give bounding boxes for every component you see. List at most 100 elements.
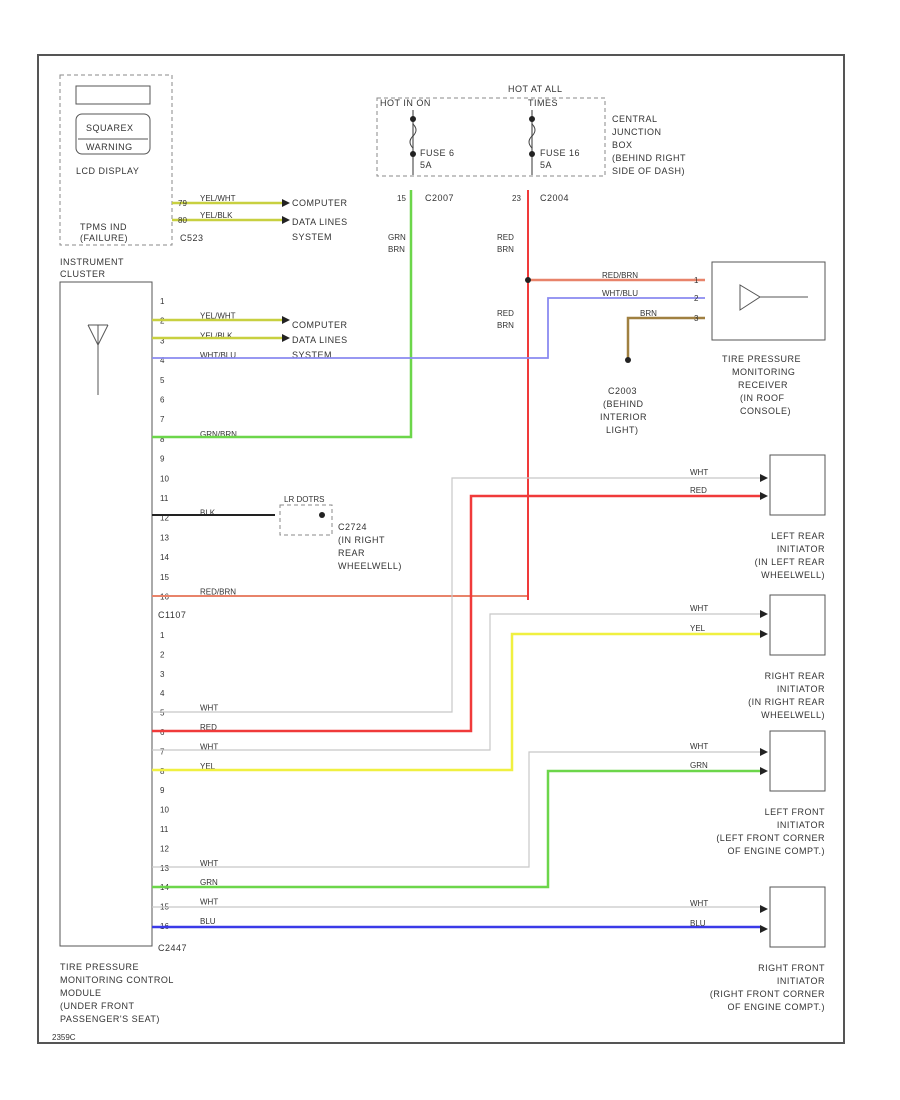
module-pin-number: 6 bbox=[160, 396, 165, 405]
lcd-top-label: SQUAREX bbox=[86, 123, 134, 133]
initiator-name-line: (LEFT FRONT CORNER bbox=[716, 833, 825, 843]
initiator-wire-label: YEL bbox=[690, 624, 706, 633]
module-pin-number: 12 bbox=[160, 514, 169, 523]
lcd-mid-label: WARNING bbox=[86, 142, 133, 152]
pin-label: 79 bbox=[178, 199, 187, 208]
tpms-indicator-box bbox=[59, 74, 173, 246]
wire-initiator bbox=[152, 632, 760, 772]
wire-initiator bbox=[152, 769, 760, 889]
initiator-wire-label: WHT bbox=[690, 899, 708, 908]
tpms-ind-label-2: (FAILURE) bbox=[80, 233, 128, 243]
module-pin-number: 8 bbox=[160, 435, 165, 444]
initiator-wire-label: WHT bbox=[690, 468, 708, 477]
cjb-label-1: CENTRAL bbox=[612, 114, 658, 124]
initiator-name-line: (IN LEFT REAR bbox=[755, 557, 825, 567]
fuse-6-label-2: 5A bbox=[420, 160, 432, 170]
module-pin-number: 3 bbox=[160, 670, 165, 679]
receiver-ground-2: (BEHIND bbox=[603, 399, 644, 409]
initiator-wire-label: RED bbox=[690, 486, 707, 495]
ground-name-4: WHEELWELL) bbox=[338, 561, 402, 571]
ground-name-1: C2724 bbox=[338, 522, 367, 532]
ground-name-2: (IN RIGHT bbox=[338, 535, 385, 545]
cjb-label-3: BOX bbox=[612, 140, 633, 150]
receiver-name-5: CONSOLE) bbox=[740, 406, 791, 416]
initiator-name-line: INITIATOR bbox=[777, 976, 825, 986]
module-pin-number: 6 bbox=[160, 728, 165, 737]
lcd-top-element bbox=[75, 85, 151, 105]
fuse-6-terminal bbox=[410, 151, 416, 157]
initiator-wire-label: GRN bbox=[690, 761, 708, 770]
cjb-label-4: (BEHIND RIGHT bbox=[612, 153, 686, 163]
receiver-ground-1: C2003 bbox=[608, 386, 637, 396]
wire-label: BRN bbox=[497, 245, 514, 254]
pin-label: 15 bbox=[397, 194, 406, 203]
fuse-16-label-2: 5A bbox=[540, 160, 552, 170]
receiver-name-3: RECEIVER bbox=[738, 380, 788, 390]
lcd-display-box bbox=[75, 113, 151, 155]
diagram-code: 2359C bbox=[52, 1033, 76, 1042]
ground-point-icon bbox=[625, 357, 631, 363]
module-pin-number: 9 bbox=[160, 455, 165, 464]
receiver-name-4: (IN ROOF bbox=[740, 393, 785, 403]
cjb-label-5: SIDE OF DASH) bbox=[612, 166, 685, 176]
pin-label: 23 bbox=[512, 194, 521, 203]
receiver-name-2: MONITORING bbox=[732, 367, 795, 377]
receiver-name-1: TIRE PRESSURE bbox=[722, 354, 801, 364]
arrow-icon bbox=[760, 905, 768, 913]
arrow-icon bbox=[760, 767, 768, 775]
arrow-icon bbox=[760, 474, 768, 482]
initiator-name-line: OF ENGINE COMPT.) bbox=[727, 1002, 825, 1012]
module-pin-number: 1 bbox=[160, 297, 165, 306]
arrow-icon bbox=[760, 748, 768, 756]
wire-label: RED bbox=[497, 233, 514, 242]
wire-label: BRN bbox=[497, 321, 514, 330]
tpms-module-label-4: (UNDER FRONT bbox=[60, 1001, 135, 1011]
module-pin-number: 14 bbox=[160, 553, 169, 562]
module-wire-label: WHT/BLU bbox=[200, 351, 236, 360]
wire-label: BRN bbox=[640, 309, 657, 318]
wire-grnbrn bbox=[152, 190, 413, 439]
wire-initiator bbox=[152, 751, 760, 868]
initiator-name-line: WHEELWELL) bbox=[761, 570, 825, 580]
initiator-wire-label: WHT bbox=[690, 604, 708, 613]
initiator-name-line: OF ENGINE COMPT.) bbox=[727, 846, 825, 856]
ground-terminal-icon bbox=[319, 512, 325, 518]
ground-connector-box bbox=[279, 504, 333, 536]
wire-initiator bbox=[152, 613, 760, 751]
fuse-6-terminal bbox=[410, 116, 416, 122]
tpms-module-label-2: MONITORING CONTROL bbox=[60, 975, 174, 985]
receiver-antenna-icon bbox=[739, 284, 761, 311]
module-connector-bottom: C2447 bbox=[158, 943, 187, 953]
pin-label: 3 bbox=[694, 314, 699, 323]
module-wire-label: RED bbox=[200, 723, 217, 732]
initiator-name-line: LEFT FRONT bbox=[765, 807, 825, 817]
tpms-module-box bbox=[59, 281, 153, 947]
module-pin-number: 4 bbox=[160, 356, 165, 365]
module-pin-number: 4 bbox=[160, 689, 165, 698]
hot-at-all-label-1: HOT AT ALL bbox=[508, 84, 563, 94]
module-pin-number: 13 bbox=[160, 533, 169, 542]
module-wire-label: WHT bbox=[200, 859, 218, 868]
lcd-display-label: LCD DISPLAY bbox=[76, 166, 139, 176]
arrow-icon bbox=[282, 316, 290, 324]
fuse-6-icon bbox=[409, 123, 417, 149]
wire-initiator bbox=[152, 494, 760, 733]
initiator-box bbox=[769, 454, 826, 516]
computer-data-label-3: SYSTEM bbox=[292, 232, 332, 242]
initiator-name-line: INITIATOR bbox=[777, 544, 825, 554]
initiator-name-line: RIGHT FRONT bbox=[758, 963, 825, 973]
fuse-16-terminal bbox=[529, 116, 535, 122]
fuse-16-icon bbox=[528, 123, 536, 149]
module-wire-label: RED/BRN bbox=[200, 588, 236, 597]
module-pin-number: 7 bbox=[160, 747, 165, 756]
computer-data-mid-2: DATA LINES bbox=[292, 335, 348, 345]
arrow-icon bbox=[760, 925, 768, 933]
wire-label: YEL/WHT bbox=[200, 194, 236, 203]
module-pin-number: 5 bbox=[160, 376, 165, 385]
module-pin-number: 11 bbox=[160, 494, 169, 503]
tpms-ind-label-1: TPMS IND bbox=[80, 222, 127, 232]
initiator-name-line: (RIGHT FRONT CORNER bbox=[710, 989, 825, 999]
module-pin-number: 3 bbox=[160, 336, 165, 345]
fuse-6-label-1: FUSE 6 bbox=[420, 148, 455, 158]
